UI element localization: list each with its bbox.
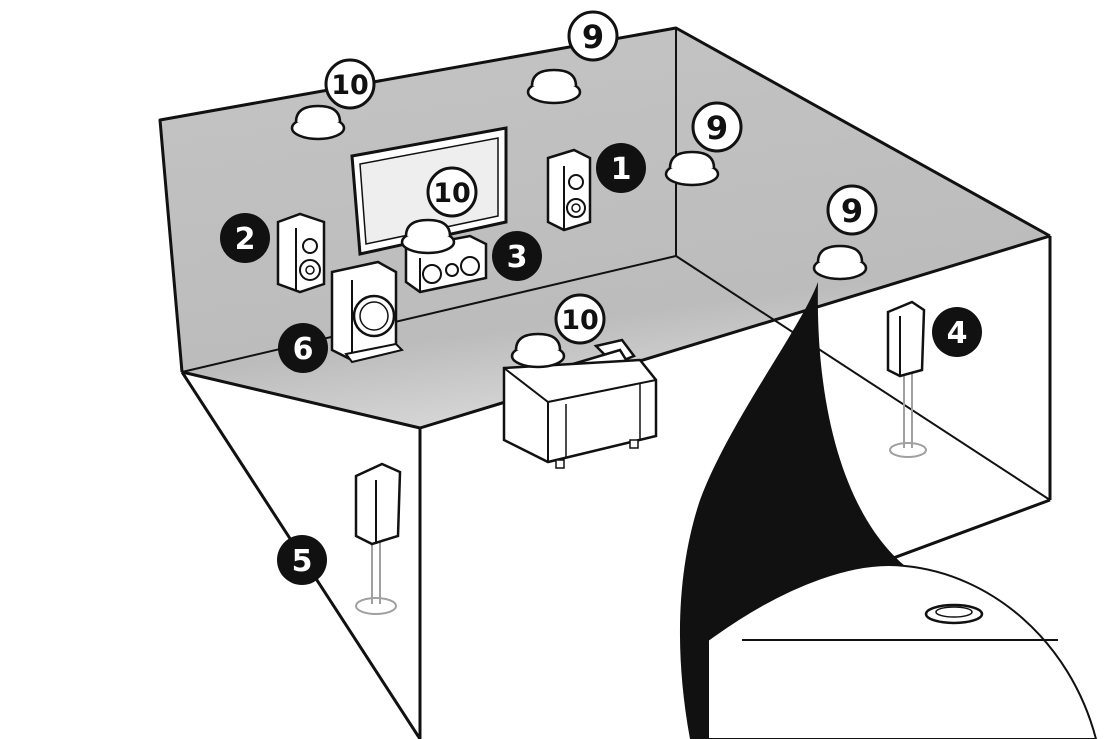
svg-text:1: 1 [611,152,632,187]
svg-text:10: 10 [433,178,471,209]
svg-text:2: 2 [235,222,256,257]
ceiling-speaker-top-front-a [290,104,346,141]
speaker-label-surround-right: 5 [277,535,327,585]
speaker-label-subwoofer: 6 [278,323,328,373]
speaker-label-top-rear: 10 [554,293,606,345]
svg-text:5: 5 [292,544,313,579]
svg-text:3: 3 [507,240,528,275]
surround-left-speaker [886,300,927,458]
ceiling-speaker-top-middle-a [526,68,582,105]
svg-text:9: 9 [582,18,604,56]
front-right-speaker [276,212,326,294]
speaker-label-top-middle-c: 9 [826,184,878,236]
svg-text:4: 4 [947,316,968,351]
ceiling-speaker-top-middle-b [664,150,720,187]
front-left-speaker [546,148,592,232]
speaker-label-front-left: 1 [596,143,646,193]
speaker-label-surround-left: 4 [932,307,982,357]
surround-right-speaker [354,462,402,615]
speaker-label-top-middle-b: 9 [691,101,743,153]
svg-text:6: 6 [293,332,314,367]
sofa [502,338,658,469]
ceiling-speakers [290,68,868,369]
zoom-callout [679,282,1098,739]
svg-text:9: 9 [706,109,728,147]
speaker-label-front-right: 2 [220,213,270,263]
speaker-label-center: 3 [492,231,542,281]
ceiling-speaker-top-front-b [400,218,456,255]
speaker-label-top-front-b: 10 [426,166,478,218]
svg-text:10: 10 [331,70,369,101]
subwoofer-speaker [330,260,404,364]
magnified-ceiling-speaker [924,603,984,625]
ceiling-speaker-top-middle-c [812,244,868,281]
speaker-label-top-front-a: 10 [324,58,376,110]
svg-text:10: 10 [561,305,599,336]
ceiling-speaker-top-rear [510,332,566,369]
speaker-label-top-middle-a: 9 [567,10,619,62]
svg-text:9: 9 [841,192,863,230]
